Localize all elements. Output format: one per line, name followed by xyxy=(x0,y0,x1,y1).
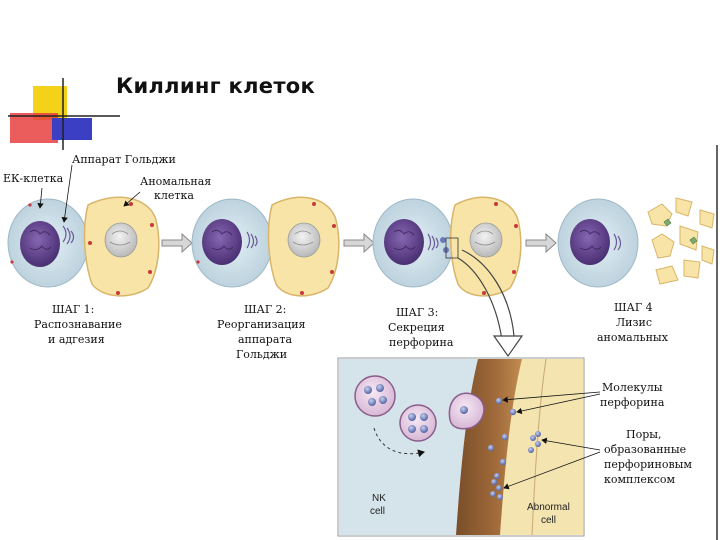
label-pores-2: образованные xyxy=(604,443,687,456)
zoom-callout-arrow xyxy=(457,249,524,358)
step-2-cells xyxy=(191,196,340,297)
step-1-cells xyxy=(7,196,160,297)
label-pores-4: комплексом xyxy=(604,473,676,486)
step-1-line-3: и адгезия xyxy=(48,333,105,346)
label-nk-1: NK xyxy=(372,493,386,504)
lysed-cell-fragments xyxy=(647,197,715,285)
leader-lines-step-1 xyxy=(37,164,141,223)
step-4-line-3: аномальных xyxy=(597,331,668,344)
step-4-line-1: ШАГ 4 xyxy=(614,301,653,314)
slide-title: Киллинг клеток xyxy=(116,74,316,98)
step-1-line-1: ШАГ 1: xyxy=(52,303,95,316)
label-ek-cell: ЕК-клетка xyxy=(3,172,64,185)
label-perforin-2: перфорина xyxy=(600,396,665,409)
step-3-line-3: перфорина xyxy=(389,336,454,349)
label-pores-1: Поры, xyxy=(626,428,662,441)
granule-vesicle xyxy=(354,375,396,417)
label-perforin-1: Молекулы xyxy=(602,381,663,394)
nk-nucleus xyxy=(20,221,60,267)
step-2-line-3: аппарата xyxy=(238,333,293,346)
inset-leader-lines xyxy=(502,391,601,490)
golgi-apparatus xyxy=(62,225,75,245)
perforin-inset xyxy=(337,357,585,537)
label-abnormal-cell-1: Аномальная xyxy=(140,175,212,188)
golgi-apparatus xyxy=(613,233,622,251)
golgi-apparatus xyxy=(246,231,258,249)
deco-red-square xyxy=(10,113,58,143)
step-1-line-2: Распознавание xyxy=(34,318,122,331)
step-2-line-1: ШАГ 2: xyxy=(244,303,287,316)
process-arrow-2 xyxy=(343,232,375,254)
step-3-cells xyxy=(372,196,522,297)
abnormal-nucleus xyxy=(287,222,321,258)
golgi-apparatus xyxy=(427,233,439,251)
abnormal-nucleus xyxy=(469,222,503,258)
perforin-molecules xyxy=(487,397,517,466)
perforin-pores xyxy=(490,431,541,500)
granule-vesicle xyxy=(399,404,437,442)
title-decoration xyxy=(8,78,120,150)
process-arrow-3 xyxy=(525,232,557,254)
step-2-line-4: Гольджи xyxy=(236,348,288,361)
nk-nucleus xyxy=(202,219,242,265)
zoom-box xyxy=(445,237,459,259)
step-3-line-2: Секреция xyxy=(388,321,445,334)
nk-nucleus xyxy=(384,219,424,265)
label-abnormal-cell-2: клетка xyxy=(154,189,194,202)
process-arrow-1 xyxy=(161,232,193,254)
label-pores-3: перфориновым xyxy=(604,458,692,471)
label-nk-2: cell xyxy=(370,506,386,517)
label-abnormal-1: Abnormal xyxy=(527,502,570,513)
abnormal-nucleus xyxy=(104,222,138,258)
step-4-line-2: Лизис xyxy=(616,316,653,329)
nk-nucleus xyxy=(570,219,610,265)
label-golgi: Аппарат Гольджи xyxy=(72,153,176,166)
label-abnormal-2: cell xyxy=(541,515,557,526)
deco-blue-square xyxy=(52,118,92,140)
step-2-line-2: Реорганизация xyxy=(217,318,306,331)
step-3-line-1: ШАГ 3: xyxy=(396,306,439,319)
step-4-cells xyxy=(557,197,715,288)
